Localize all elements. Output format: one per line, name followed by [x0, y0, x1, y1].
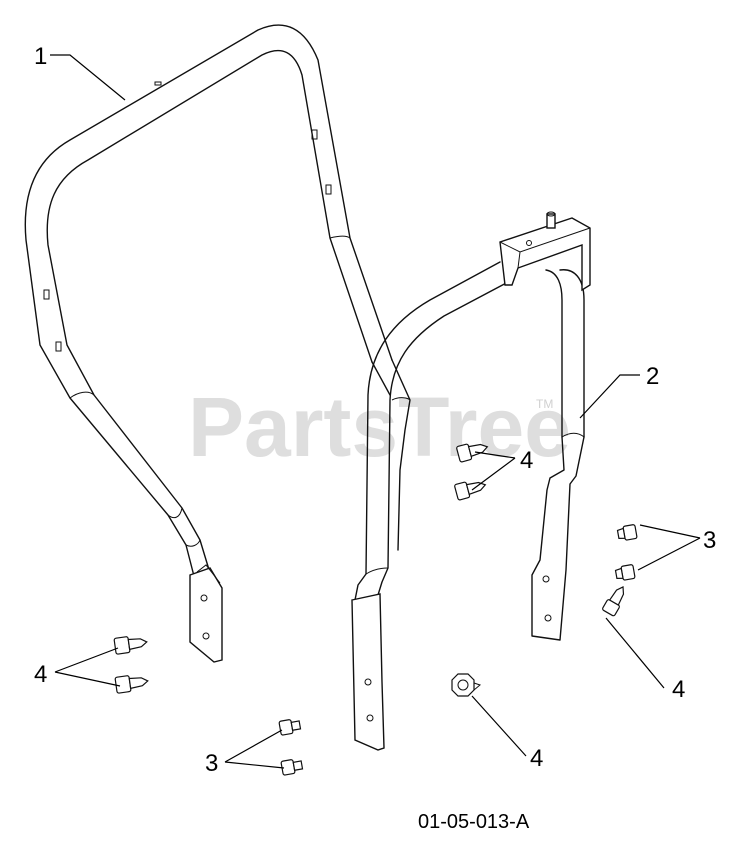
leader-lines [50, 54, 701, 769]
callout-4-center: 4 [520, 447, 533, 474]
callout-3-bottom: 3 [205, 750, 218, 777]
figure-id: 01-05-013-A [418, 811, 530, 833]
callout-1: 1 [34, 43, 47, 70]
roll-bar-lower [351, 211, 591, 751]
callout-3-right: 3 [703, 527, 716, 554]
bolt-pair-center [454, 443, 489, 501]
watermark-trademark: TM [536, 397, 553, 411]
roll-bar-upper [24, 24, 393, 663]
bolt-pair-left [113, 636, 149, 694]
single-nut-center [451, 673, 482, 697]
callout-2: 2 [646, 363, 659, 390]
watermark-text: PartsTree [188, 380, 571, 474]
callout-4-right: 4 [672, 676, 685, 703]
callout-4-bottom: 4 [530, 745, 543, 772]
callout-4-left: 4 [34, 661, 47, 688]
single-bolt-right [602, 586, 625, 617]
bolt-pair-bottom [278, 719, 304, 776]
bolt-pair-right [614, 524, 638, 581]
